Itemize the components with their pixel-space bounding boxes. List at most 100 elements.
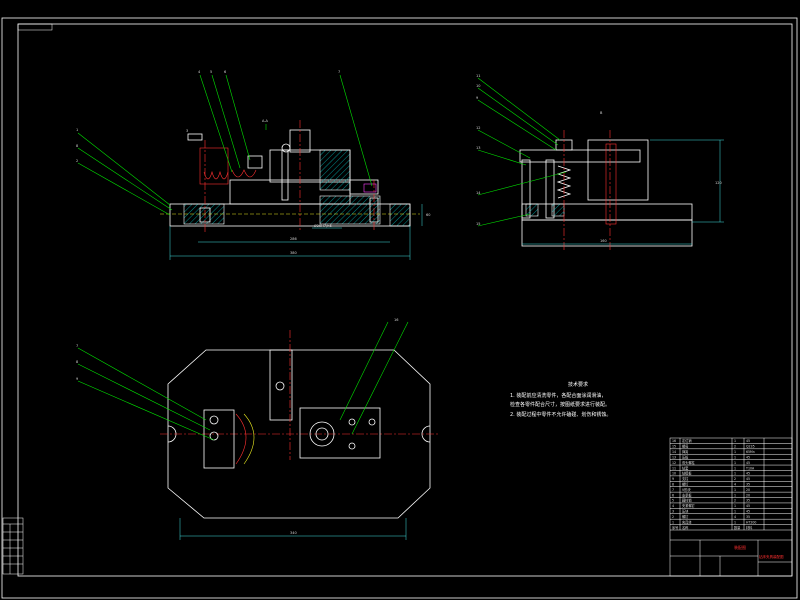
bom-cell: 3 [672,510,674,514]
bom-cell: 12 [672,461,676,465]
bom-cell: 2 [734,477,736,481]
bom-cell: 螺母 [682,444,688,449]
bom-cell: 45 [746,455,750,459]
bom-cell: 1 [734,504,736,508]
technical-notes: 技术要求 1. 装配前应清洗零件，各配合面涂润滑油， 检查各零件配合尺寸，按图纸… [510,381,611,418]
bom-cell: 夹具体 [682,519,692,524]
balloon-plan: 7 [76,344,78,348]
bom-cell: 2 [734,499,736,503]
bom-cell: 压板 [682,454,689,459]
balloon-front: 4 [198,70,201,74]
side-balloons: 11 10 9 12 13 14 15 [476,74,481,226]
bom-cell: 11 [672,466,676,470]
side-width-dim: 160 [600,239,607,243]
bom-cell: 8 [672,483,674,487]
bom-cell: 9 [672,477,674,481]
bom-cell: 65Mn [746,450,755,454]
front-balloons: 4 5 6 7 8 1 2 3 [76,70,340,163]
red-stamp: 装配图 [734,544,746,550]
bom-cell: 定位销 [682,438,692,443]
bom-cell: 45 [746,504,750,508]
bom-cell: 45 [746,461,750,465]
balloon-front: 5 [210,70,212,74]
bom-cell: 1 [734,461,736,465]
bom-cell: 35 [746,483,750,487]
balloon-plan: 8 [76,360,78,364]
bom-cell: 20 [746,488,750,492]
bom-cell: 1 [734,450,736,454]
bom-cell: V形块 [682,487,691,492]
bom-header-cell: 名称 [682,525,689,530]
notes-line: 1. 装配前应清洗零件，各配合面涂润滑油， [510,392,606,399]
front-inner-width-dim: 286 [290,237,297,241]
notes-line: 检查各零件配合尺寸，按图纸要求进行装配。 [510,401,610,408]
bom-cell: 4 [734,515,736,519]
balloon-side: 13 [476,146,480,150]
bom-cell: 45 [746,439,750,443]
balloon-side: 9 [476,96,478,100]
bom-cell: 1 [734,493,736,497]
bom-cell: 双头螺柱 [682,460,696,465]
balloon-side: 11 [476,74,480,78]
plan-view [77,321,440,540]
bom-cell: 压块 [682,509,689,514]
bom-cell: 1 [734,439,736,443]
balloon-front: 7 [338,70,340,74]
notes-line: 2. 装配过程中零件不允许磕碰、划伤和锈蚀。 [510,411,611,418]
bom-cell: 4 [672,504,674,508]
bom-cell: 20 [746,493,750,497]
fit-tolerance: Ø25H7/n6 [314,223,332,228]
bom-cell: 1 [734,472,736,476]
bom-header-cell: 序号 [672,525,678,530]
drawing-name: 钻床夹具装配图 [759,554,784,559]
bom-cell: 螺钉 [682,482,689,487]
bom-cell: 1 [734,455,736,459]
bom-cell: 支柱 [682,476,689,481]
bom-cell: 45 [746,477,750,481]
bom-cell: 13 [672,455,676,459]
section-label-a: A-A [262,119,269,123]
bom-cell: 1 [734,488,736,492]
balloon-side: 15 [476,222,480,226]
front-width-dim: 380 [290,251,297,255]
bom-cell: 45 [746,510,750,514]
bom-header-cell: 材料 [746,525,753,530]
sheet-frame [1,17,798,599]
bom-cell: 35 [746,499,750,503]
bom-cell: 14 [672,450,676,454]
balloon-front: 2 [76,159,78,163]
balloon-front: 6 [224,70,226,74]
bom-cell: 16 [672,439,676,443]
bom-cell: 7 [672,488,674,492]
balloon-plan: 9 [76,377,78,381]
front-height-dim: 60 [426,213,430,217]
bom-cell: 圆柱销 [682,498,692,503]
bom-cell: 4 [734,483,736,487]
balloon-front: 3 [186,129,188,133]
bom-cell: 1 [734,510,736,514]
bom-cell: 1 [734,520,736,524]
bom-cell: 15 [672,445,676,449]
notes-title: 技术要求 [568,381,588,388]
front-view [77,74,423,260]
side-height-dim: 120 [715,181,722,185]
title-block [669,437,793,577]
bom-cell: 2 [734,445,736,449]
bom-cell: 45 [746,472,750,476]
section-label-b: B [600,111,603,115]
bom-cell: 螺钉 [682,514,689,519]
side-view [477,77,724,250]
bom-cell: 6 [672,493,674,497]
bom-cell: 钻模板 [682,471,692,476]
bom-cell: HT200 [746,520,756,524]
binding-margin-table [2,517,24,575]
plan-width-dim: 340 [290,531,297,535]
balloon-front: 8 [76,144,78,148]
bom-cell: 35 [746,515,750,519]
bom-cell: 夹紧螺钉 [682,503,696,508]
bom-cell: 2 [672,515,674,519]
balloon-front: 1 [76,128,78,132]
plan-balloons: 7 8 9 16 [76,318,398,381]
